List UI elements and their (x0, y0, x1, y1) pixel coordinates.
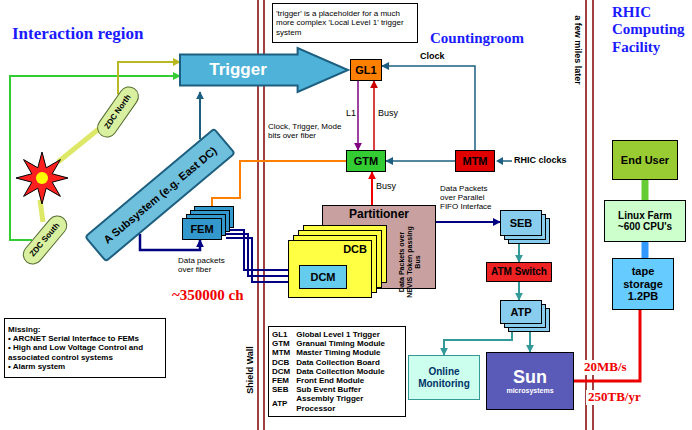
connector-label: Busy (378, 108, 398, 118)
node-text: SEB (510, 217, 533, 230)
connector (373, 81, 375, 150)
node-text: Trigger (209, 60, 267, 80)
processor-stack: ATP (500, 300, 542, 324)
node-text: Sun (513, 367, 547, 388)
node-text: GL1 (355, 64, 376, 77)
server-logo: Sunmicrosystems (486, 352, 574, 410)
node-text: • ARCNET Serial Interface to FEMs (8, 334, 162, 343)
connector (642, 242, 649, 258)
node-text: ATP (510, 306, 531, 319)
note-box: Missing:• ARCNET Serial Interface to FEM… (4, 318, 166, 378)
glossary-cell: GL1 (272, 330, 290, 339)
connector (357, 81, 359, 150)
bus-label: Data Packets over NEVIS Token passing Bu… (398, 223, 422, 301)
connector-label: Data Packets over Parallel FIFO Interfac… (440, 184, 498, 212)
node-text: DCB (343, 243, 367, 256)
node-text: DCM (310, 271, 335, 284)
connector (444, 324, 512, 355)
glossary-cell: Global Level 1 Trigger (296, 330, 402, 339)
region-heading: Countingroom (430, 30, 524, 47)
arrow-outline (180, 48, 348, 92)
glossary-cell: Data Collection Module (296, 367, 402, 376)
process-box: MTM (455, 150, 495, 172)
node-text: ATM Switch (491, 266, 547, 278)
process-box: GTM (346, 150, 386, 172)
collision-core (36, 172, 48, 184)
detector-cylinder: ZDC South (19, 211, 72, 268)
node-text: Linux Farm ~600 CPU's (608, 210, 682, 233)
process-box: GL1 (350, 59, 382, 81)
glossary-cell: MTM (272, 348, 290, 357)
glossary-cell: Sub Event Buffer (296, 385, 402, 394)
node-text: ZDC North (103, 93, 133, 131)
monitor-box: Online Monitoring (408, 355, 480, 400)
wall-label: Shield Wall (245, 346, 255, 394)
glossary-cell: Master Timing Module (296, 348, 402, 357)
region-heading: Interaction region (12, 24, 143, 44)
note-box: 'trigger' is a placeholder for a much mo… (272, 3, 418, 43)
clock-input-line (502, 160, 512, 162)
connector-label: Clock, Trigger, Mode bits over fiber (268, 122, 344, 140)
glossary-cell: ATP (272, 399, 290, 408)
glossary-cell: Granual Timing Module (296, 339, 402, 348)
user-box: End User (612, 140, 678, 180)
data-volume: 250TB/yr (586, 390, 643, 405)
connector (436, 221, 500, 223)
node-text: FEM (190, 223, 213, 236)
glossary-cell: Data Collection Board (296, 358, 402, 367)
connector (518, 236, 520, 262)
connector-label: Data packets over fiber (178, 256, 242, 274)
node-text: • High and Low Voltage Control and assoc… (8, 343, 162, 361)
glossary-cell: GTM (272, 339, 290, 348)
board-stack: DCB DCM (288, 240, 372, 298)
connector (529, 324, 531, 352)
node-text: tape storage 1.2PB (616, 265, 670, 303)
connector-label: Clock (420, 51, 445, 61)
glossary-cell: Front End Module (296, 376, 402, 385)
node-text: End User (621, 154, 669, 167)
node-text: Partitioner (349, 208, 409, 222)
connector (518, 282, 520, 300)
glossary-cell: DCM (272, 367, 290, 376)
region-heading: RHIC Computing Facility (612, 4, 690, 56)
data-rate: 20MB/s (582, 360, 629, 375)
node-text: ZDC South (28, 221, 62, 259)
glossary-cell: DCB (272, 358, 290, 367)
node-text: Missing: (8, 325, 162, 334)
detector-band: A Subsystem (e.g. East DC) (84, 127, 236, 262)
glossary-box: GL1 Global Level 1 TriggerGTM Granual Timi… (268, 326, 406, 417)
connector-label: Busy (376, 181, 396, 191)
detector-cylinder: ZDC North (93, 83, 143, 142)
connector-label: L1 (346, 108, 356, 118)
module-stack: FEM (182, 218, 222, 240)
node-text: Online Monitoring (412, 366, 476, 389)
channel-count: ~350000 ch (170, 287, 246, 304)
node-text: GTM (354, 155, 378, 168)
module-box: DCM (299, 265, 347, 289)
node-text: MTM (462, 155, 487, 168)
glossary-cell: Assembly Trigger Processor (296, 394, 402, 412)
glossary-cell: FEM (272, 376, 290, 385)
node-text: 'trigger' is a placeholder for a much mo… (276, 9, 414, 37)
node-text: • Alarm system (8, 362, 162, 371)
wall-label: a few miles later (573, 15, 583, 85)
node-text: microsystems (506, 387, 553, 395)
farm-box: Linux Farm ~600 CPU's (604, 200, 686, 242)
collision-star (16, 152, 68, 204)
storage-box: tape storage 1.2PB (612, 258, 674, 310)
connector (386, 160, 455, 162)
buffer-stack: SEB (500, 210, 542, 236)
switch-box: ATM Switch (486, 262, 552, 282)
beam-line (58, 128, 100, 162)
glossary-cell: SEB (272, 385, 290, 394)
connector (642, 180, 649, 200)
trigger-arrow: Trigger (180, 48, 348, 92)
connector (199, 92, 201, 139)
connector (574, 310, 640, 381)
connector (371, 172, 373, 205)
clock-input-head (496, 157, 503, 165)
signal-name: RHIC clocks (514, 155, 567, 165)
